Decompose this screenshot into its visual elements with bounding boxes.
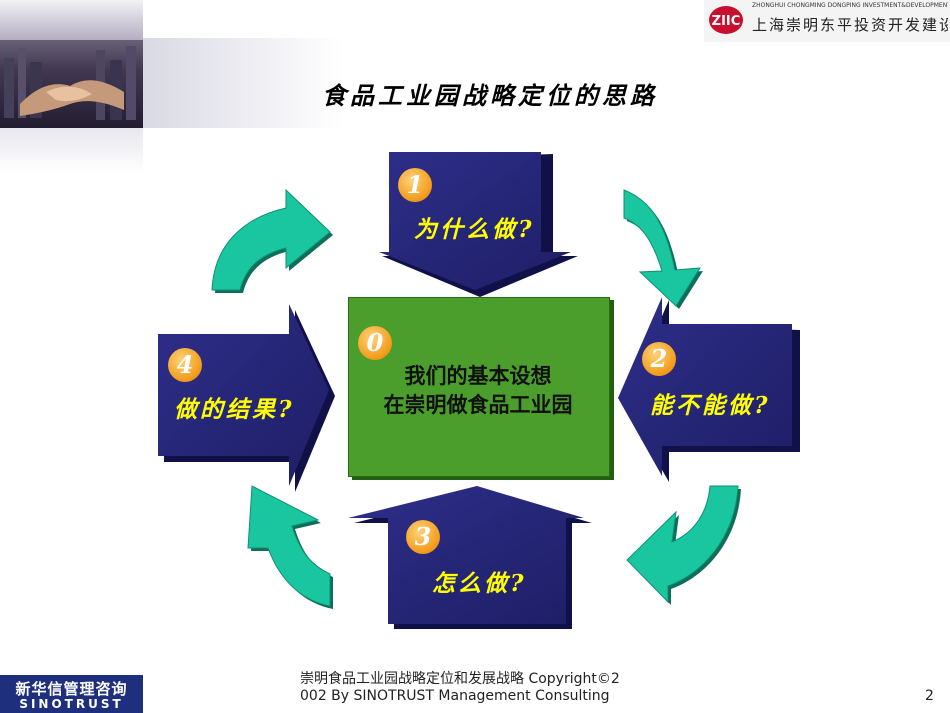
step-1-label: 为什么做? <box>414 216 535 243</box>
center-line-2: 在崇明做食品工业园 <box>383 393 573 417</box>
logo-chinese-name: 上海崇明东平投资开发建设公司 <box>752 16 948 34</box>
logo-english-name: ZHONGHUI CHONGMING DONGPING INVESTMENT&D… <box>752 2 948 9</box>
curved-arrow-top-right <box>623 189 703 309</box>
step-4-badge: 4 <box>168 348 202 382</box>
step-2-label: 能不能做? <box>650 392 771 419</box>
center-idea-box <box>348 297 610 477</box>
header-fade-strip <box>0 128 143 174</box>
footer-copyright-line-2: 002 By SINOTRUST Management Consulting <box>300 688 610 704</box>
step-3-badge: 3 <box>406 520 440 554</box>
page-number: 2 <box>925 688 934 704</box>
header-gradient-band <box>143 38 343 128</box>
step-0-badge: 0 <box>358 326 392 360</box>
sinotrust-logo-english: SINOTRUST <box>19 697 124 711</box>
step-3-label: 怎么做? <box>432 570 527 597</box>
logo-mark-text: ZIIC <box>712 14 741 29</box>
company-logo <box>704 0 950 42</box>
curved-arrow-bottom-left <box>247 485 333 609</box>
step-2-badge: 2 <box>642 342 676 376</box>
slide-title: 食品工业园战略定位的思路 <box>322 81 658 110</box>
center-idea-text: 我们的基本设想 在崇明做食品工业园 <box>348 362 608 420</box>
center-line-1: 我们的基本设想 <box>404 364 552 388</box>
curved-arrow-bottom-right <box>626 485 741 605</box>
sinotrust-logo <box>0 675 143 713</box>
curved-arrow-top-left <box>211 188 333 293</box>
step-3-arrow <box>348 486 592 629</box>
ziic-logo-mark: ZIIC <box>708 4 744 36</box>
footer-copyright: 崇明食品工业园战略定位和发展战略 Copyright©2 002 By SINO… <box>300 671 680 705</box>
step-1-badge: 1 <box>398 168 432 202</box>
sinotrust-logo-chinese: 新华信管理咨询 <box>15 680 128 698</box>
footer-copyright-line-1: 崇明食品工业园战略定位和发展战略 Copyright©2 <box>300 671 620 687</box>
step-4-arrow <box>158 304 335 492</box>
step-4-label: 做的结果? <box>174 396 295 423</box>
header-city-handshake-image <box>0 0 143 128</box>
